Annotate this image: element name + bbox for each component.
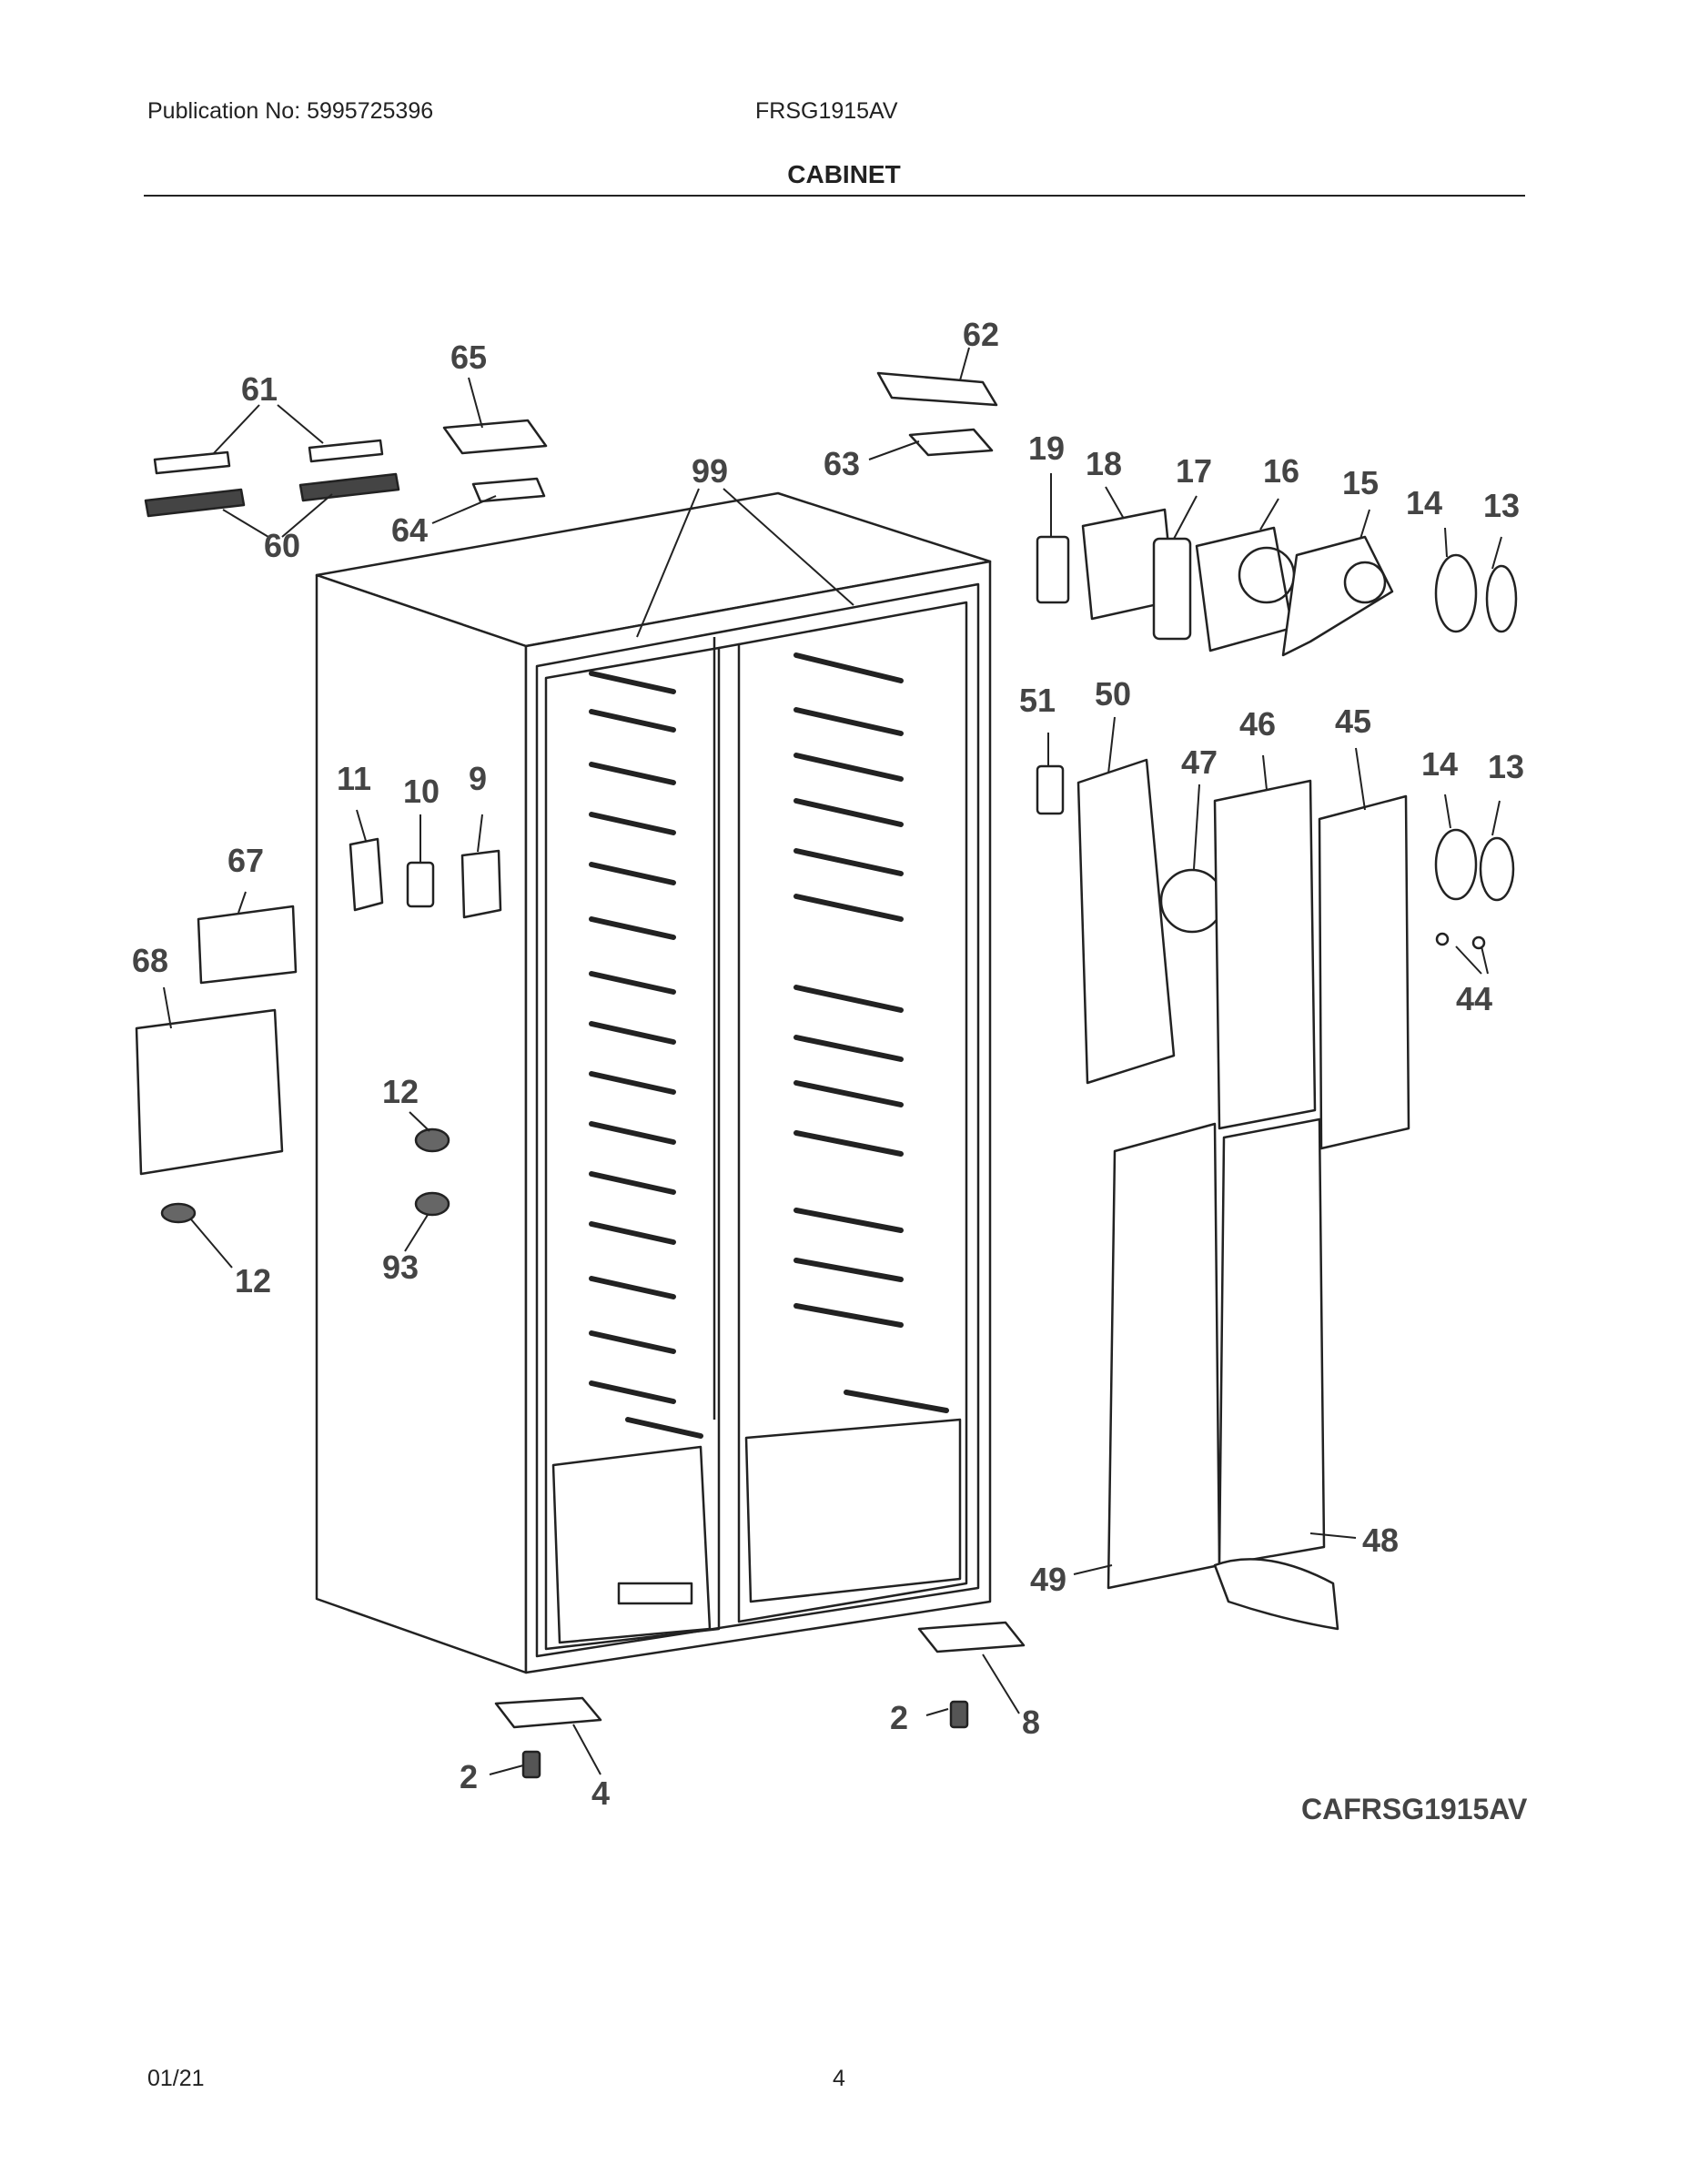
callout-label: 47 (1181, 743, 1218, 781)
callout-label: 18 (1086, 445, 1122, 482)
callout-label: 51 (1019, 682, 1056, 719)
callout-label: 11 (337, 760, 371, 797)
left-parts (135, 837, 502, 1224)
callout-label: 13 (1483, 487, 1520, 524)
callout-label: 60 (264, 527, 300, 564)
callout-label: 44 (1456, 980, 1492, 1017)
header-rule (144, 195, 1525, 197)
callout-label: 61 (241, 370, 278, 408)
callout-label: 16 (1263, 452, 1299, 490)
callout-label: 93 (382, 1249, 419, 1286)
callout-label: 67 (227, 842, 264, 879)
callout-label: 65 (450, 339, 487, 376)
callout-label: 46 (1239, 705, 1276, 743)
callout-label: 2 (890, 1699, 908, 1736)
callout-label: 64 (391, 511, 428, 549)
hinges-and-levelers (494, 1621, 1026, 1779)
callout-label: 63 (824, 445, 860, 482)
fan-assembly-parts (1036, 508, 1518, 657)
callout-label: 8 (1022, 1704, 1040, 1741)
leader-lines (163, 347, 1502, 1775)
callout-label: 68 (132, 942, 168, 979)
callout-label: 19 (1028, 430, 1065, 467)
model-number: FRSG1915AV (755, 98, 898, 124)
callout-label: 48 (1362, 1522, 1399, 1559)
diagram-code: CAFRSG1915AV (1301, 1793, 1528, 1825)
callout-label: 9 (469, 760, 487, 797)
callout-label: 15 (1342, 464, 1379, 501)
callout-label: 17 (1176, 452, 1212, 490)
callout-labels: 61 65 62 63 19 18 17 16 15 14 13 99 60 6… (132, 316, 1524, 1812)
callout-label: 14 (1421, 745, 1458, 783)
publication-number: Publication No: 5995725396 (147, 98, 434, 124)
callout-label: 62 (963, 316, 999, 353)
callout-label: 13 (1488, 748, 1524, 785)
page-number: 4 (833, 2066, 845, 2091)
top-parts (144, 371, 998, 518)
callout-label: 12 (382, 1073, 419, 1110)
callout-label: 49 (1030, 1561, 1066, 1598)
callout-label: 45 (1335, 703, 1371, 740)
footer-date: 01/21 (147, 2066, 205, 2091)
callout-label: 10 (403, 773, 440, 810)
callout-label: 4 (591, 1774, 610, 1812)
callout-label: 2 (460, 1758, 478, 1795)
callout-label: 14 (1406, 484, 1442, 521)
callout-label: 12 (235, 1262, 271, 1299)
callout-label: 50 (1095, 675, 1131, 713)
section-title: CABINET (787, 160, 901, 188)
callout-label: 99 (692, 452, 728, 490)
evaporator-cover-parts (1036, 758, 1515, 1631)
